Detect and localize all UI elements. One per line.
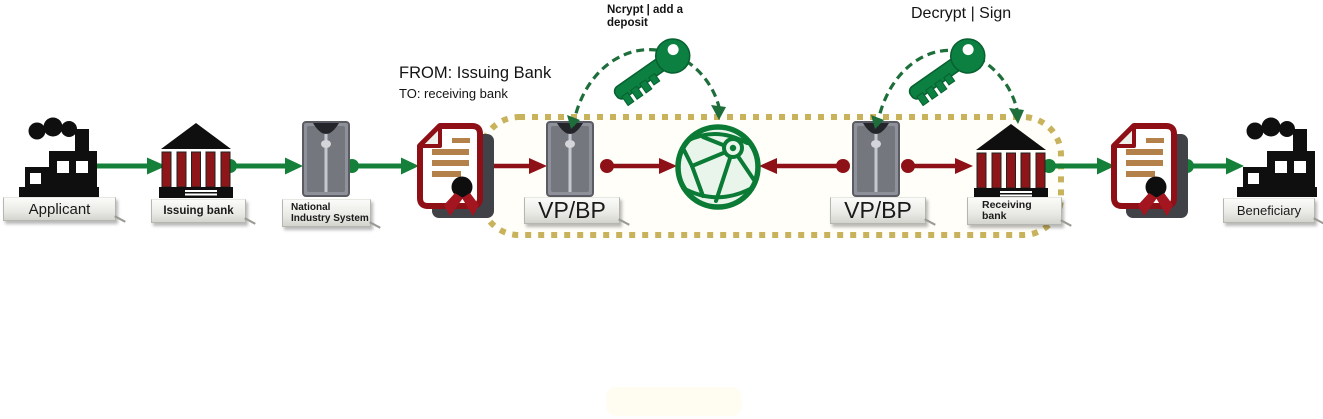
vpbp-right-server-icon xyxy=(851,120,901,198)
receiving-bank-label-line2: bank xyxy=(982,210,1007,222)
beneficiary-label: Beneficiary xyxy=(1236,203,1302,218)
vpbp-right-label-plaque: VP/BP xyxy=(830,197,926,224)
vpbp-left-label-plaque: VP/BP xyxy=(524,197,620,224)
decrypt-key-icon xyxy=(900,31,993,111)
to-receiving-bank-text: TO: receiving bank xyxy=(399,86,508,101)
letter-of-credit-document-icon xyxy=(420,126,494,218)
nis-label-line2: Industry System xyxy=(291,213,369,224)
issuing-bank-icon xyxy=(158,122,234,199)
vpbp-right-label: VP/BP xyxy=(844,197,912,223)
beneficiary-factory-icon xyxy=(1237,117,1317,197)
encrypt-key-label: Ncrypt | add a deposit xyxy=(607,4,683,29)
beneficiary-label-plaque: Beneficiary xyxy=(1223,198,1315,223)
faded-watermark xyxy=(606,387,742,416)
receiving-bank-label-line1: Receiving xyxy=(982,198,1032,211)
encrypt-key-label-line2: deposit xyxy=(607,16,648,29)
national-industry-system-server-icon xyxy=(301,120,351,198)
red-flow-arrows xyxy=(487,158,973,174)
from-issuing-bank-text: FROM: Issuing Bank xyxy=(399,64,552,82)
receiving-bank-label-plaque: Receiving bank xyxy=(967,197,1062,225)
vpbp-left-label: VP/BP xyxy=(538,197,606,223)
letter-of-credit-document-icon-right xyxy=(1114,126,1188,218)
applicant-label: Applicant xyxy=(28,200,91,218)
encrypt-key-label-line1: Ncrypt | add a xyxy=(607,4,684,16)
decrypt-sign-label: Decrypt | Sign xyxy=(911,5,1012,22)
vpbp-left-server-icon xyxy=(545,120,595,198)
national-industry-system-label-plaque: National Industry System xyxy=(282,199,371,227)
issuing-bank-label: Issuing bank xyxy=(163,205,234,217)
encrypt-curve xyxy=(567,48,726,129)
applicant-factory-icon xyxy=(19,117,99,197)
encrypt-key-icon xyxy=(605,31,698,111)
blockchain-globe-icon xyxy=(675,124,761,210)
nis-label-line1: National xyxy=(291,202,331,213)
issuing-bank-label-plaque: Issuing bank xyxy=(151,199,246,223)
applicant-label-plaque: Applicant xyxy=(3,197,116,221)
